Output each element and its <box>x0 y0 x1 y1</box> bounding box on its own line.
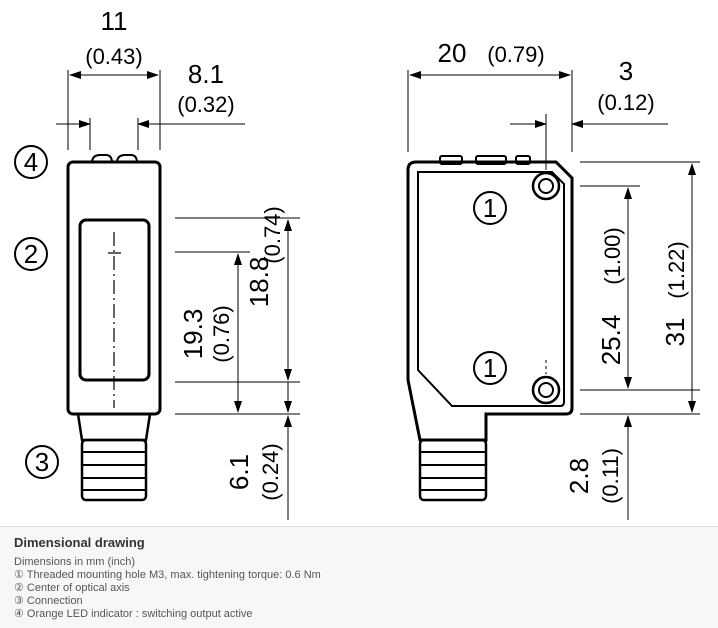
caption-line-connection: ③ Connection <box>14 595 83 607</box>
callout-connection: 3 <box>35 447 49 477</box>
dim-bottom-value: 2.8 <box>564 458 594 494</box>
callout-led: 4 <box>24 147 38 177</box>
dim-optical-value: 19.3 <box>178 309 208 360</box>
dim-height-value: 31 <box>660 318 690 347</box>
dim-window-inch: (0.74) <box>260 206 285 263</box>
callout-connection-circle <box>25 445 59 479</box>
dim-hole-offset-value: 3 <box>619 56 633 86</box>
mounting-hole-bottom-inner <box>538 382 554 398</box>
dim-hole-offset-inch: (0.12) <box>597 90 654 115</box>
callout-hole-bottom-circle <box>473 351 507 385</box>
mounting-hole-top-inner <box>538 178 554 194</box>
mounting-hole-bottom <box>531 375 561 405</box>
callout-optical-axis-circle <box>14 237 48 271</box>
led-indicator-bump <box>91 154 113 164</box>
dim-height-inch: (1.22) <box>664 241 689 298</box>
dim-optical-inch: (0.76) <box>209 305 234 362</box>
dim-offset-inch: (0.32) <box>177 92 234 117</box>
connector-neck <box>76 413 152 442</box>
dimensional-drawing: 11 (0.43) 8.1 (0.32) 19.3 (0.76) 18.8 (0… <box>14 6 700 520</box>
callout-optical-axis: 2 <box>24 239 38 269</box>
caption-line-mounting-hole: ① Threaded mounting hole M3, max. tighte… <box>14 569 321 581</box>
dim-width-inch: (0.43) <box>85 44 142 69</box>
dim-connector-inch: (0.24) <box>258 443 283 500</box>
callout-led-circle <box>14 145 48 179</box>
callout-hole-top: 1 <box>483 193 497 223</box>
dim-hole-spacing-value: 25.4 <box>596 315 626 366</box>
front-view <box>14 70 300 520</box>
dim-window-value: 18.8 <box>244 257 274 308</box>
connector-side <box>418 438 488 502</box>
sensor-body-side <box>406 160 574 442</box>
caption-line-units: Dimensions in mm (inch) <box>14 556 136 568</box>
drawing-caption: Dimensional drawing Dimensions in mm (in… <box>0 526 718 628</box>
dim-connector-value: 6.1 <box>224 454 254 490</box>
side-view <box>406 70 700 520</box>
dim-depth-inch: (0.79) <box>487 42 544 67</box>
led-indicator-bump <box>116 154 138 164</box>
mounting-hole-top <box>531 171 561 201</box>
caption-title: Dimensional drawing <box>14 535 145 550</box>
connector <box>80 438 148 502</box>
dim-bottom-inch: (0.11) <box>598 448 623 504</box>
dim-width-value: 11 <box>101 6 128 36</box>
dim-offset-value: 8.1 <box>188 59 224 89</box>
dim-hole-spacing-inch: (1.00) <box>600 227 625 284</box>
caption-line-optical-axis: ② Center of optical axis <box>14 582 130 594</box>
sensor-body-front <box>66 160 162 416</box>
callout-hole-bottom: 1 <box>483 353 497 383</box>
callout-hole-top-circle <box>473 191 507 225</box>
caption-line-led: ④ Orange LED indicator : switching outpu… <box>14 608 253 620</box>
dim-depth-value: 20 <box>438 38 467 68</box>
